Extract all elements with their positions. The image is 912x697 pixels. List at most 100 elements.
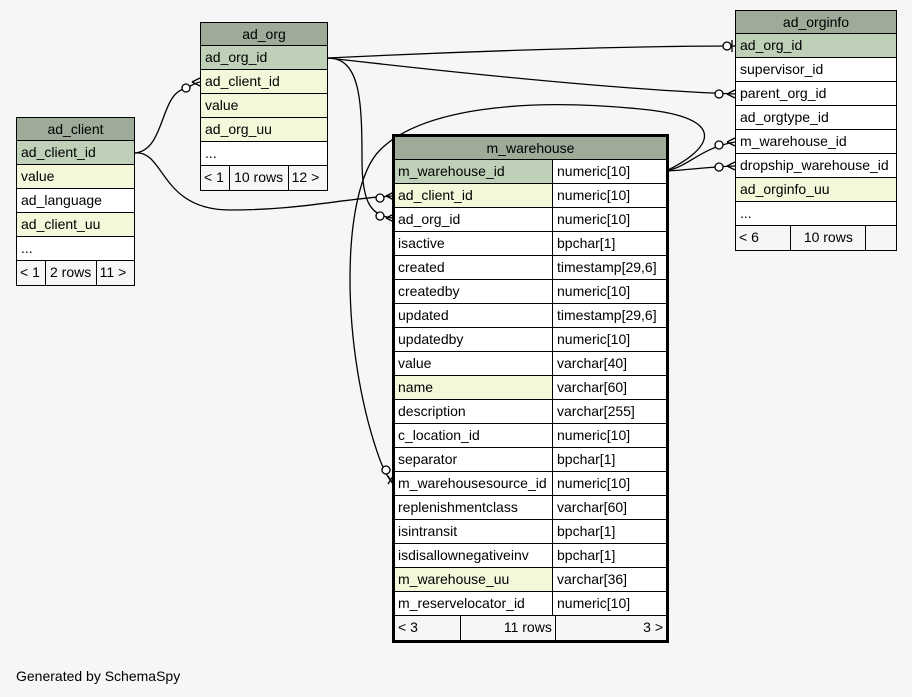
table-header[interactable]: ad_org bbox=[201, 23, 327, 46]
edge-orginfo-warehouse bbox=[665, 141, 736, 172]
column-type: varchar[60] bbox=[557, 499, 628, 515]
column-name: value bbox=[205, 97, 239, 113]
column-row[interactable]: ad_client_id bbox=[201, 70, 327, 94]
column-row[interactable]: supervisor_id bbox=[736, 58, 896, 82]
column-name: ad_client_uu bbox=[21, 216, 101, 232]
column-name: m_reservelocator_id bbox=[395, 592, 553, 615]
column-type: timestamp[29,6] bbox=[557, 307, 657, 323]
table-ad-orginfo[interactable]: ad_orginfo ad_org_id supervisor_id parent_… bbox=[735, 10, 897, 251]
column-name: updatedby bbox=[395, 328, 553, 351]
column-type: bpchar[1] bbox=[557, 547, 616, 563]
children-count: 12 > bbox=[291, 169, 320, 185]
column-name: ad_client_id bbox=[21, 144, 96, 160]
column-type: bpchar[1] bbox=[557, 451, 616, 467]
column-name: ... bbox=[21, 240, 33, 256]
crowfoot-ad-org-client bbox=[191, 77, 201, 87]
column-name: replenishmentclass bbox=[395, 496, 553, 519]
column-row[interactable]: ad_client_uu bbox=[17, 213, 134, 237]
column-row[interactable]: ad_orgtype_id bbox=[736, 106, 896, 130]
column-type: numeric[10] bbox=[557, 331, 631, 347]
column-name: ad_org_id bbox=[205, 49, 268, 65]
column-name: parent_org_id bbox=[740, 85, 827, 101]
table-header[interactable]: ad_client bbox=[17, 118, 134, 141]
edge-warehouse-client bbox=[134, 152, 393, 211]
crowfoot-orginfo-parent bbox=[726, 89, 736, 99]
column-name: separator bbox=[395, 448, 553, 471]
column-name: name bbox=[395, 376, 553, 399]
edge-ad-org-client bbox=[134, 81, 201, 154]
edge-warehouse-org-optional-marker bbox=[375, 211, 385, 221]
table-header[interactable]: m_warehouse bbox=[395, 137, 666, 160]
edge-warehouse-client-optional-marker bbox=[375, 193, 385, 203]
column-row[interactable]: parent_org_id bbox=[736, 82, 896, 106]
column-row[interactable]: ad_org_uu bbox=[201, 118, 327, 142]
parents-count: < 1 bbox=[17, 261, 46, 285]
column-type: numeric[10] bbox=[557, 283, 631, 299]
column-row[interactable]: dropship_warehouse_id bbox=[736, 154, 896, 178]
column-row[interactable]: value bbox=[201, 94, 327, 118]
table-header[interactable]: ad_orginfo bbox=[736, 11, 896, 34]
column-row[interactable]: ... bbox=[17, 237, 134, 261]
column-name: m_warehousesource_id bbox=[395, 472, 553, 495]
column-name: ad_language bbox=[21, 192, 102, 208]
column-name: m_warehouse_uu bbox=[395, 568, 553, 591]
column-type: varchar[36] bbox=[557, 571, 628, 587]
column-type: numeric[10] bbox=[557, 211, 631, 227]
parents-count: < 1 bbox=[201, 166, 230, 190]
column-row[interactable]: ad_client_id bbox=[17, 141, 134, 165]
column-name: ad_org_id bbox=[395, 208, 553, 231]
column-row[interactable]: ... bbox=[736, 202, 896, 226]
column-type: varchar[255] bbox=[557, 403, 635, 419]
children-count bbox=[866, 226, 896, 250]
column-row[interactable]: ad_orginfo_uu bbox=[736, 178, 896, 202]
children-count: 11 > bbox=[99, 264, 127, 280]
children-count: 3 > bbox=[643, 619, 663, 635]
column-name: ad_org_id bbox=[740, 37, 803, 53]
column-name: ... bbox=[205, 145, 217, 161]
column-name: m_warehouse_id bbox=[395, 160, 553, 183]
column-row[interactable]: ad_org_id bbox=[201, 46, 327, 70]
parents-count: < 6 bbox=[736, 226, 792, 250]
column-row[interactable]: ... bbox=[201, 142, 327, 166]
column-row[interactable]: ad_language bbox=[17, 189, 134, 213]
edge-warehouse-self-optional-marker bbox=[381, 465, 391, 475]
crowfoot-orginfo-dropship bbox=[726, 161, 736, 171]
column-row[interactable]: ad_org_id bbox=[736, 34, 896, 58]
edge-orginfo-dropship bbox=[665, 165, 736, 172]
generated-by-label: Generated by SchemaSpy bbox=[16, 668, 181, 684]
edge-orginfo-dropship-optional-marker bbox=[714, 162, 724, 172]
edge-orginfo-warehouse-optional-marker bbox=[714, 140, 724, 150]
row-count: 11 rows bbox=[461, 616, 556, 640]
edge-warehouse-self bbox=[349, 104, 705, 483]
column-row[interactable]: value bbox=[17, 165, 134, 189]
column-name: c_location_id bbox=[395, 424, 553, 447]
column-name: isdisallownegativeinv bbox=[395, 544, 553, 567]
column-row[interactable]: m_warehouse_id bbox=[736, 130, 896, 154]
